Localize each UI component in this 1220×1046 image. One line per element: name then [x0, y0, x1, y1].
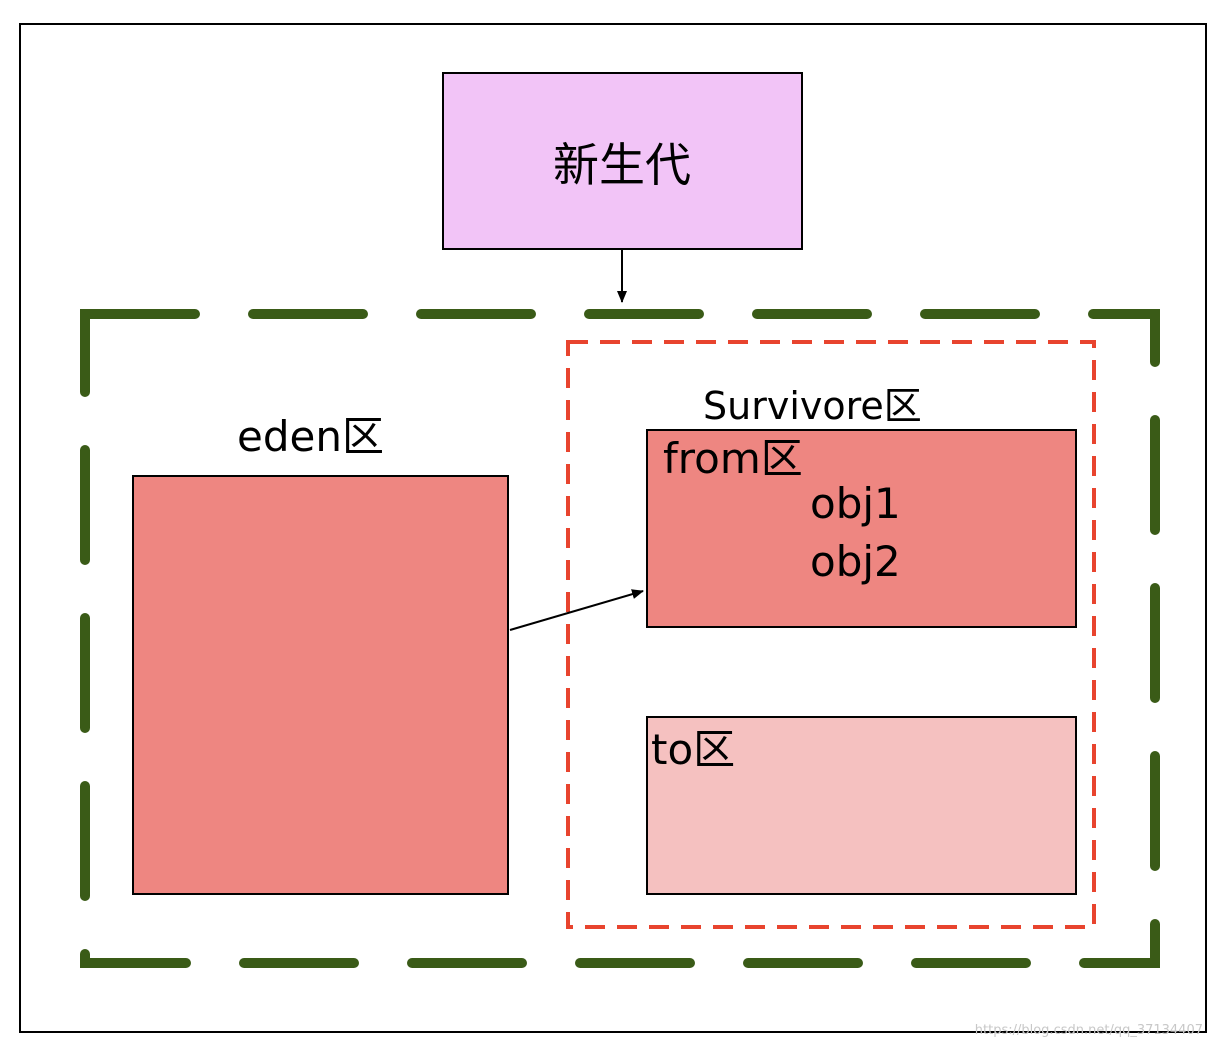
- eden-label: eden区: [237, 412, 384, 461]
- young-gen-label: 新生代: [553, 138, 691, 192]
- to-box: [646, 716, 1077, 895]
- young-gen-region: [80, 309, 1160, 968]
- survivor-label: Survivore区: [703, 384, 922, 428]
- watermark: https://blog.csdn.net/qq_37134407: [975, 1023, 1203, 1038]
- eden-box: [132, 475, 509, 895]
- young-gen-box: [442, 72, 803, 250]
- from-label: from区: [663, 434, 803, 483]
- from-object: obj1: [810, 479, 901, 528]
- from-object: obj2: [810, 537, 901, 586]
- survivor-region: [566, 340, 1096, 929]
- to-label: to区: [651, 725, 735, 774]
- from-box: [646, 429, 1077, 628]
- eden-to-from-arrow: [509, 589, 644, 631]
